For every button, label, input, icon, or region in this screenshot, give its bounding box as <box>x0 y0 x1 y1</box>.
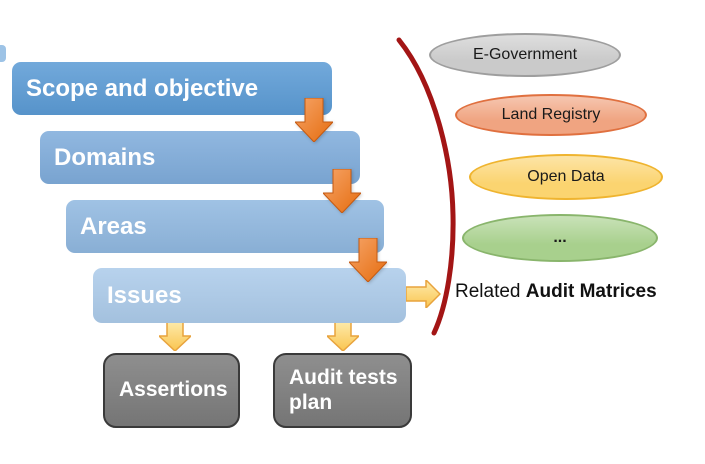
matrix-ellipse-open-data: Open Data <box>469 154 663 200</box>
flow-bar-label: Scope and objective <box>26 74 259 102</box>
flow-bar-domains: Domains <box>40 131 360 184</box>
matrix-ellipse-label: E-Government <box>472 46 578 63</box>
matrix-ellipse-label: ... <box>553 229 567 246</box>
down-arrow-icon <box>159 321 191 351</box>
flow-bar-label: Domains <box>54 143 156 171</box>
divider-curve <box>396 37 456 336</box>
down-arrow-icon <box>295 98 333 142</box>
down-arrow-icon <box>323 169 361 213</box>
down-arrow-icon <box>349 238 387 282</box>
related-matrices-label: Related Audit Matrices <box>455 281 657 303</box>
flow-bar-areas: Areas <box>66 200 384 253</box>
flow-bar-scope: Scope and objective <box>12 62 332 115</box>
matrix-ellipse-more: ... <box>462 214 658 262</box>
output-box-label: Audit tests plan <box>289 366 398 414</box>
related-bold: Audit Matrices <box>525 281 657 302</box>
matrix-ellipse-label: Open Data <box>527 168 605 185</box>
matrix-ellipse-land-registry: Land Registry <box>455 94 647 136</box>
output-box-label: Assertions <box>119 378 228 402</box>
flow-bar-label: Issues <box>107 281 182 309</box>
output-box-assertions: Assertions <box>103 353 240 428</box>
flow-bar-label: Areas <box>80 212 147 240</box>
clipped-shape <box>0 45 6 62</box>
down-arrow-icon <box>327 321 359 351</box>
right-arrow-icon <box>406 280 441 308</box>
flow-bar-issues: Issues <box>93 268 406 323</box>
matrix-ellipse-egovernment: E-Government <box>429 33 621 77</box>
related-prefix: Related <box>455 281 526 302</box>
matrix-ellipse-label: Land Registry <box>501 106 601 123</box>
output-box-audit-tests-plan: Audit tests plan <box>273 353 412 428</box>
